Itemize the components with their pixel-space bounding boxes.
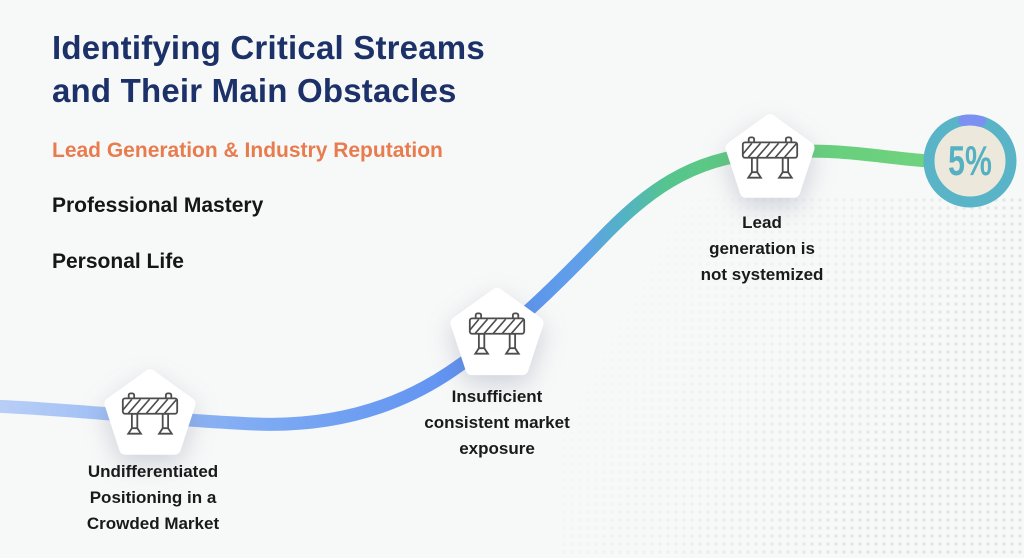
page-title-line-1: Identifying Critical Streams [52,29,485,66]
page-title: Identifying Critical Streams and Their M… [52,26,485,112]
roadblock-barrier-icon [741,136,799,179]
obstacle-label-line: Undifferentiated [87,462,219,481]
obstacle-label-line: not systemized [700,265,824,284]
obstacle-label-2: Insufficient consistent market exposure [387,384,607,462]
roadblock-barrier-icon [468,311,526,355]
halftone-dots-pattern [560,196,1024,558]
obstacle-label-line: Lead [742,213,782,232]
obstacle-badge-2 [450,285,544,376]
page-title-line-2: and Their Main Obstacles [52,72,457,109]
obstacle-badge-1 [104,366,196,456]
obstacle-label-3: Lead generation is not systemized [652,210,872,288]
stream-label-lead-generation: Lead Generation & Industry Reputation [52,139,443,162]
obstacle-label-line: generation is [709,239,815,258]
progress-ring [923,114,1017,208]
stream-label-professional-mastery: Professional Mastery [52,194,264,217]
journey-curve-path [0,144,939,431]
roadblock-barrier-icon [121,392,179,435]
obstacle-label-line: exposure [459,439,535,458]
obstacle-label-line: Insufficient [451,387,543,406]
progress-ring-segment [958,114,987,127]
obstacle-label-1: Undifferentiated Positioning in a Crowde… [43,459,263,537]
obstacle-label-line: Positioning in a [89,488,217,507]
obstacle-badge-3 [725,111,815,199]
stream-label-personal-life: Personal Life [52,250,184,273]
progress-percentage: 5% [948,137,992,184]
obstacle-label-line: consistent market [424,413,570,432]
obstacle-label-line: Crowded Market [86,514,220,533]
